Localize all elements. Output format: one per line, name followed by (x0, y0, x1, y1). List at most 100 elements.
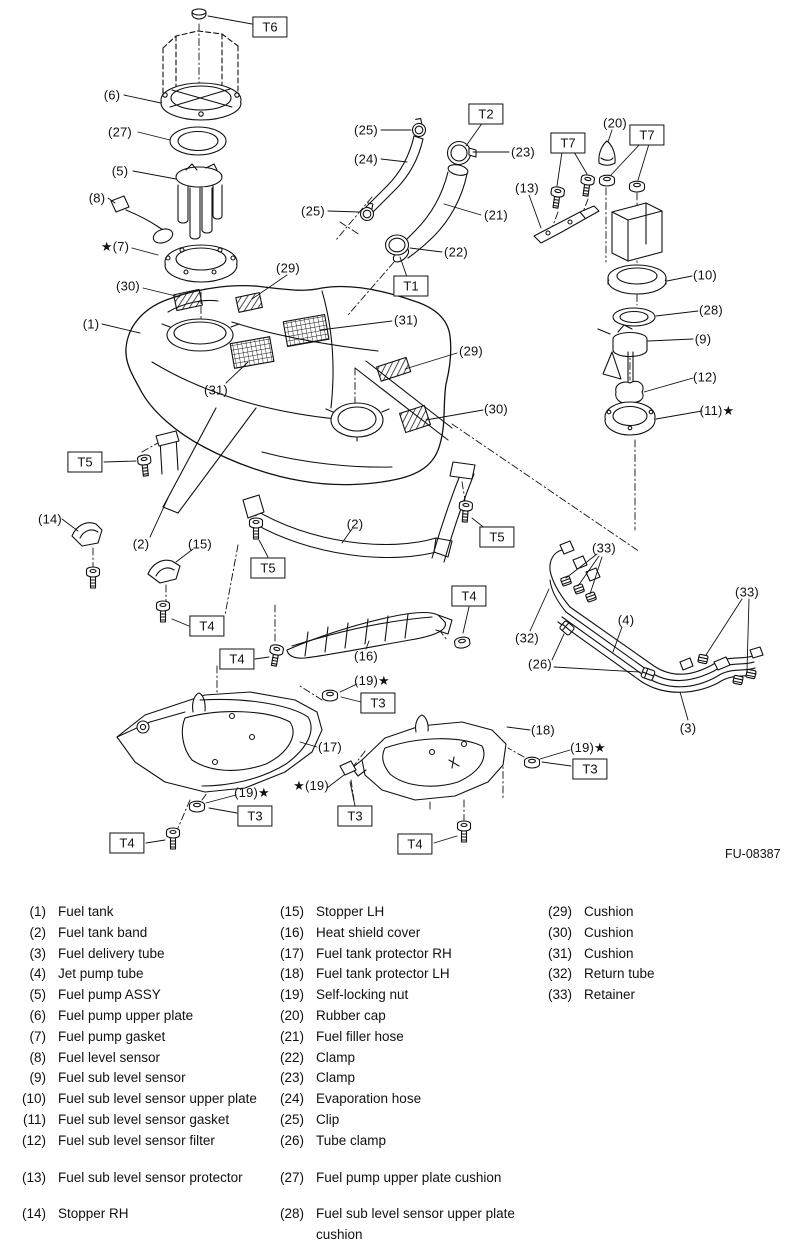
legend-item-label: Stopper LH (316, 904, 385, 919)
legend-item-22: (22)Clamp (272, 1048, 528, 1069)
legend-item-number: (17) (279, 945, 304, 961)
legend-item-26: (26)Tube clamp (272, 1131, 528, 1152)
callout-14: (14) (38, 511, 62, 527)
legend-item-number: (5) (29, 987, 47, 1003)
legend-item-number: (12) (21, 1132, 46, 1148)
legend-item-number: (23) (279, 1070, 304, 1086)
legend-item-2: (2)Fuel tank band (14, 923, 272, 944)
callout-19: (19)★ (354, 673, 390, 688)
legend-item-30: (30)Cushion (540, 923, 786, 944)
fuel-pump-assembly-art (110, 8, 242, 283)
callout-18: (18) (531, 722, 555, 738)
torque-code-T5: T5 (67, 451, 103, 473)
callout-19: (19)★ (234, 785, 270, 800)
legend-column-1: (1) Fuel tank (2)Fuel tank band(3)Fuel del… (14, 902, 272, 1225)
legend-item-number: (2) (29, 924, 47, 940)
callout-3: (3) (679, 720, 697, 736)
callout-1: (1) (82, 316, 100, 332)
legend-item-label: Fuel tank protector RH (316, 945, 452, 961)
legend-item-label: Fuel sub level sensor upper plate cushio… (316, 1206, 515, 1243)
legend-item-16: (16) Heat shield cover (272, 923, 528, 944)
torque-code-T2: T2 (468, 103, 504, 125)
callout-33: (33) (735, 584, 759, 600)
callout-15: (15) (188, 536, 212, 552)
legend-item-8: (8)Fuel level sensor (14, 1048, 272, 1069)
legend-item-1: (1) Fuel tank (14, 902, 272, 923)
legend-item-number: (31) (547, 945, 572, 961)
sub-level-sensor-art (533, 140, 667, 436)
protector-art (116, 689, 541, 813)
callout-12: (12) (693, 369, 717, 385)
callout-25: (25) (354, 122, 378, 138)
legend-item-label: Fuel level sensor (58, 1049, 161, 1065)
legend-item-label: Retainer (584, 987, 636, 1003)
legend-item-14: (14)Stopper RH (14, 1204, 272, 1225)
legend-item-number: (30) (547, 924, 572, 940)
legend-item-label: Fuel tank (58, 904, 114, 919)
legend-item-label: Fuel tank protector LH (316, 966, 450, 982)
legend-item-3: (3)Fuel delivery tube (14, 944, 272, 965)
callout-32: (32) (515, 630, 539, 646)
callout-28: (28) (699, 302, 723, 318)
legend-item-20: (20) Rubber cap (272, 1006, 528, 1027)
legend-item-label: Jet pump tube (58, 966, 144, 982)
legend-item-number: (33) (547, 987, 572, 1003)
callout-19: ★(19) (293, 778, 329, 793)
torque-code-T3: T3 (237, 805, 273, 827)
torque-code-T4: T4 (397, 833, 433, 855)
tube-bundle-art (549, 540, 764, 693)
legend-item-label: Fuel pump ASSY (58, 987, 161, 1003)
legend-item-number: (11) (22, 1111, 46, 1127)
callout-31: (31) (204, 382, 228, 398)
legend-item-number: (25) (279, 1111, 304, 1127)
torque-code-T4: T4 (189, 615, 225, 637)
legend-item-31: (31)Cushion (540, 944, 786, 965)
legend-item-label: Self-locking nut (316, 987, 409, 1003)
callout-24: (24) (354, 151, 378, 167)
callout-7: ★(7) (100, 239, 130, 254)
legend-item-label: Clamp (316, 1070, 356, 1086)
legend-item-label: Rubber cap (316, 1007, 386, 1023)
legend-item-9: (9)Fuel sub level sensor (14, 1068, 272, 1089)
legend-item-number: (21) (279, 1028, 304, 1044)
legend-item-number: (16) (279, 924, 304, 940)
legend-item-number: (19) (279, 987, 304, 1003)
legend-column-2: (15)Stopper LH(16)Heat shield cover(17)F… (272, 902, 528, 1246)
callout-25: (25) (301, 203, 325, 219)
legend-item-32: (32)Return tube (540, 964, 786, 985)
callout-13: (13) (515, 180, 539, 196)
callout-30: (30) (484, 401, 508, 417)
torque-code-T4: T4 (109, 832, 145, 854)
legend-item-label: Stopper RH (58, 1206, 129, 1222)
torque-code-T5: T5 (479, 526, 515, 548)
callout-33: (33) (592, 540, 616, 556)
callout-21: (21) (484, 207, 508, 223)
legend-item-number: (7) (29, 1028, 47, 1044)
legend-item-label: Fuel pump gasket (58, 1028, 166, 1044)
legend-item-17: (17) Fuel tank protector RH (272, 944, 528, 965)
legend-item-number: (6) (29, 1007, 47, 1023)
legend-item-5: (5) Fuel pump ASSY (14, 985, 272, 1006)
legend-item-number: (4) (29, 966, 47, 982)
legend-item-label: Fuel filler hose (316, 1028, 404, 1044)
legend-item-label: Evaporation hose (316, 1091, 422, 1107)
legend-item-4: (4) Jet pump tube (14, 964, 272, 985)
legend-column-3: (29)Cushion(30)Cushion(31)Cushion(32)Ret… (540, 902, 786, 1006)
torque-code-T4: T4 (451, 585, 487, 607)
torque-code-T4: T4 (219, 648, 255, 670)
legend-item-label: Heat shield cover (316, 924, 421, 940)
legend-item-label: Fuel sub level sensor (58, 1070, 186, 1086)
callout-22: (22) (444, 244, 468, 260)
legend-item-number: (20) (279, 1007, 304, 1023)
legend-item-25: (25)Clip (272, 1110, 528, 1131)
legend-item-13: (13)Fuel sub level sensor protector (14, 1168, 272, 1189)
legend-item-label: Fuel sub level sensor upper plate (58, 1091, 257, 1107)
callout-9: (9) (694, 331, 712, 347)
legend-item-18: (18)Fuel tank protector LH (272, 964, 528, 985)
legend-item-27: (27)Fuel pump upper plate cushion (272, 1168, 528, 1189)
figure-code: FU-08387 (725, 847, 781, 861)
legend-item-number: (1) (29, 904, 47, 919)
callout-17: (17) (318, 739, 342, 755)
torque-code-T3: T3 (337, 805, 373, 827)
callout-30: (30) (116, 278, 140, 294)
